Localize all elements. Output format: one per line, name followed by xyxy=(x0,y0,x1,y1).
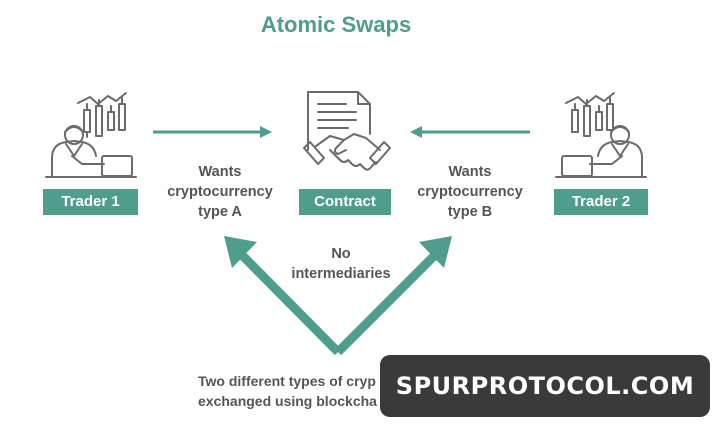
arrow-trader1-to-contract xyxy=(153,126,272,138)
contract-handshake-icon xyxy=(303,91,391,171)
trader-2-icon xyxy=(555,92,647,178)
watermark-badge: SPURPROTOCOL.COM xyxy=(380,355,710,417)
wants-b-line-2: cryptocurrency xyxy=(417,184,523,200)
v-arrows xyxy=(224,236,452,356)
contract-label: Contract xyxy=(299,189,391,215)
wants-b-line-3: type B xyxy=(447,204,493,220)
bottom-caption-line-2: exchanged using blockcha xyxy=(198,393,377,409)
no-intermediaries-line-2: intermediaries xyxy=(291,266,391,282)
trader-1-label: Trader 1 xyxy=(43,189,138,215)
trader-2-label: Trader 2 xyxy=(554,189,648,215)
arrowhead-right xyxy=(419,236,452,268)
bottom-caption-line-1: Two different types of cryp xyxy=(198,373,376,389)
wants-type-a-text: Wants cryptocurrency type A xyxy=(155,162,285,222)
trader-1-icon xyxy=(45,92,137,178)
bottom-caption: Two different types of cryp exchanged us… xyxy=(198,371,377,411)
no-intermediaries-line-1: No xyxy=(331,246,351,262)
wants-b-line-1: Wants xyxy=(448,164,492,180)
page-title: Atomic Swaps xyxy=(260,12,412,37)
wants-type-b-text: Wants cryptocurrency type B xyxy=(405,162,535,222)
arrow-trader2-to-contract xyxy=(410,126,530,138)
arrowhead-left xyxy=(224,236,257,268)
wants-a-line-2: cryptocurrency xyxy=(167,184,273,200)
wants-a-line-3: type A xyxy=(198,204,242,220)
no-intermediaries-text: No intermediaries xyxy=(276,244,406,284)
wants-a-line-1: Wants xyxy=(198,164,242,180)
